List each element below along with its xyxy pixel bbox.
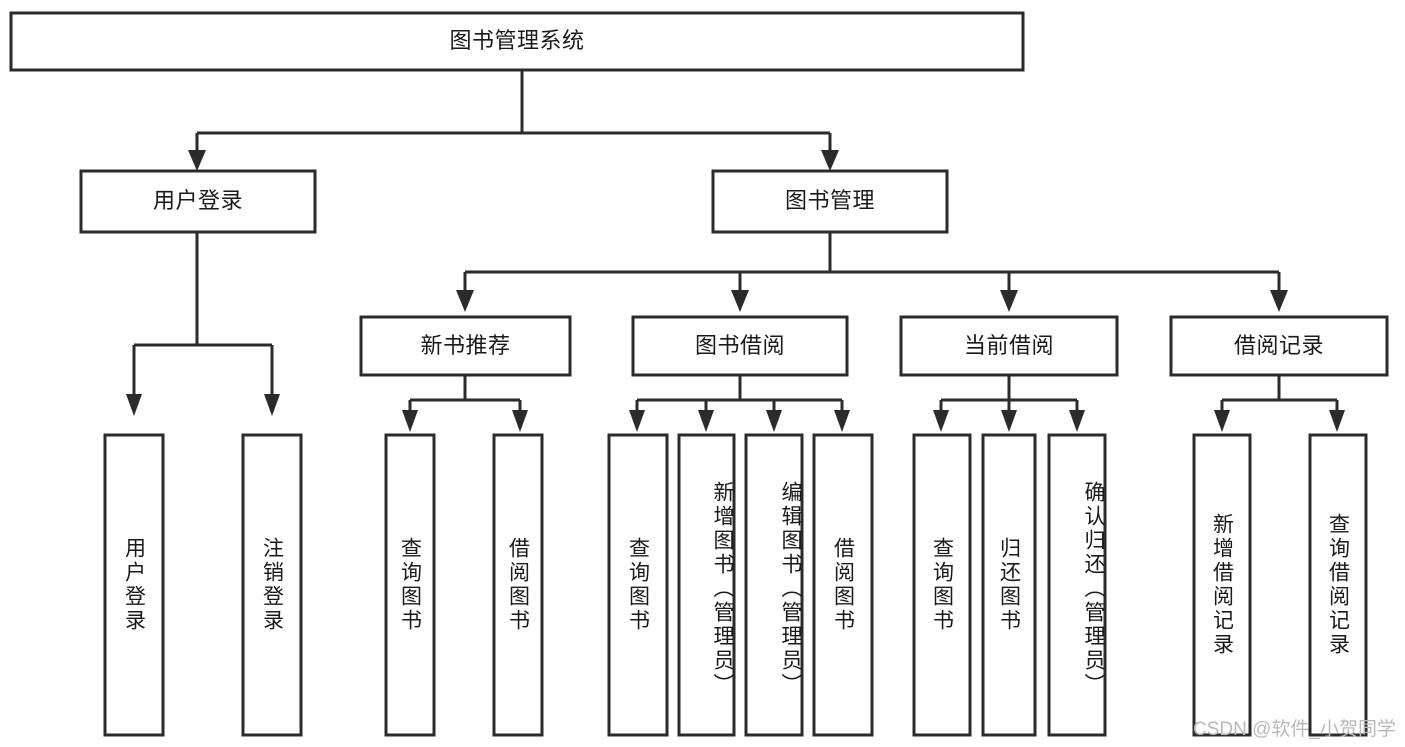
- connector-root-to-level2: [188, 70, 839, 171]
- node-box-current-borrow[interactable]: [899, 315, 1119, 377]
- connector-bookborrow-to-leaves: [629, 375, 850, 432]
- node-box-leaf-confirm-return[interactable]: [1047, 433, 1107, 737]
- node-box-leaf-borrow-book-1[interactable]: [492, 433, 544, 737]
- node-box-leaf-add-book[interactable]: [677, 433, 736, 737]
- node-box-leaf-edit-book[interactable]: [744, 433, 804, 737]
- connector-userlogin-to-leaves: [126, 232, 280, 416]
- connector-bookmanage-to-level3: [456, 232, 1288, 312]
- node-box-leaf-add-record[interactable]: [1192, 433, 1252, 737]
- connector-newbook-to-leaves: [402, 375, 528, 432]
- node-box-leaf-query-book-1[interactable]: [384, 433, 436, 737]
- node-box-leaf-query-book-2[interactable]: [607, 433, 669, 737]
- node-box-leaf-borrow-book-2[interactable]: [812, 433, 874, 737]
- csdn-watermark: CSDN @软件_小贺同学: [1193, 719, 1396, 740]
- connector-borrowrecord-to-leaves: [1214, 375, 1345, 432]
- node-box-leaf-query-record[interactable]: [1308, 433, 1368, 737]
- node-box-leaf-return-book[interactable]: [981, 433, 1037, 737]
- node-box-leaf-user-logout[interactable]: [241, 433, 303, 737]
- node-box-leaf-user-login[interactable]: [103, 433, 165, 737]
- node-box-leaf-query-book-3[interactable]: [912, 433, 972, 737]
- connector-currentborrow-to-leaves: [933, 375, 1085, 432]
- node-box-borrow-record[interactable]: [1169, 315, 1389, 377]
- node-box-book-manage[interactable]: [711, 169, 949, 234]
- node-box-user-login[interactable]: [79, 169, 317, 234]
- node-box-book-borrow[interactable]: [631, 315, 849, 377]
- node-box-root[interactable]: [9, 11, 1025, 72]
- node-box-new-book-recommend[interactable]: [359, 315, 572, 377]
